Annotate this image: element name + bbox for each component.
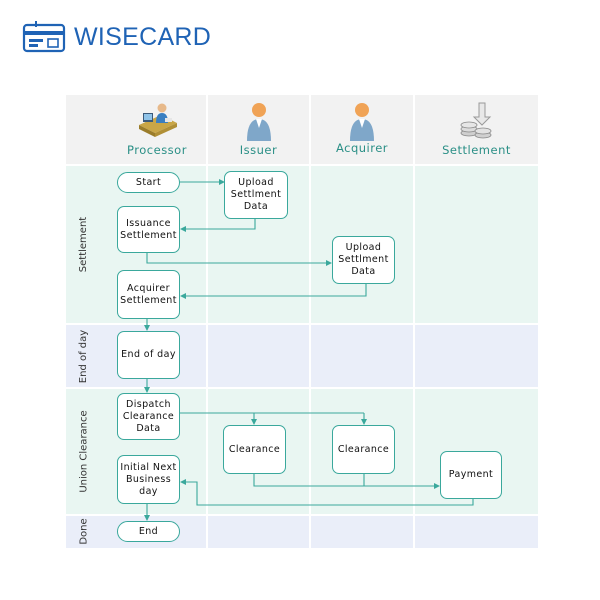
lane-separator (66, 514, 538, 516)
column-issuer: Issuer (208, 95, 309, 165)
processor-desk-icon (139, 103, 177, 137)
arrow-issuance-to-upload-acquirer (146, 253, 332, 266)
node-issuance-settlement: Issuance Settlement (117, 206, 180, 253)
node-dispatch-clearance: Dispatch Clearance Data (117, 393, 180, 440)
node-acquirer-settlement: Acquirer Settlement (117, 270, 180, 319)
node-clearance-acquirer: Clearance (332, 425, 395, 474)
person-icon (350, 103, 374, 141)
column-acquirer: Acquirer (311, 95, 413, 165)
node-start: Start (117, 172, 180, 193)
column-settlement: Settlement (415, 95, 538, 165)
brand-name: WISECARD (74, 22, 212, 51)
node-clearance-issuer: Clearance (223, 425, 286, 474)
brand-logo: WISECARD (22, 20, 211, 54)
column-title: Settlement (442, 143, 511, 157)
arrow-upload-acquirer-to-acquirer-settlement (180, 284, 367, 299)
arrow-payment-to-initial (180, 479, 474, 506)
column-separator (309, 95, 311, 548)
lane-separator (66, 164, 538, 166)
arrow-upload-to-issuance (180, 219, 256, 232)
node-end: End (117, 521, 180, 542)
node-upload-acquirer: Upload Settlment Data (332, 236, 395, 284)
person-icon (246, 103, 271, 141)
lane-separator (66, 323, 538, 325)
column-processor: Processor (108, 95, 206, 165)
column-separator (206, 95, 208, 548)
arrow-clearances-to-payment (253, 474, 440, 489)
column-title: Acquirer (335, 141, 389, 155)
node-initial-next-business-day: Initial Next Business day (117, 455, 180, 504)
card-logo-icon (22, 21, 66, 53)
node-end-of-day: End of day (117, 331, 180, 379)
column-separator (413, 95, 415, 548)
column-title: Issuer (239, 143, 278, 157)
node-upload-issuer: Upload Settlment Data (224, 171, 288, 219)
lane-separator (66, 387, 538, 389)
node-payment: Payment (440, 451, 502, 499)
column-title: Processor (127, 143, 187, 157)
coins-arrow-icon (460, 102, 491, 139)
